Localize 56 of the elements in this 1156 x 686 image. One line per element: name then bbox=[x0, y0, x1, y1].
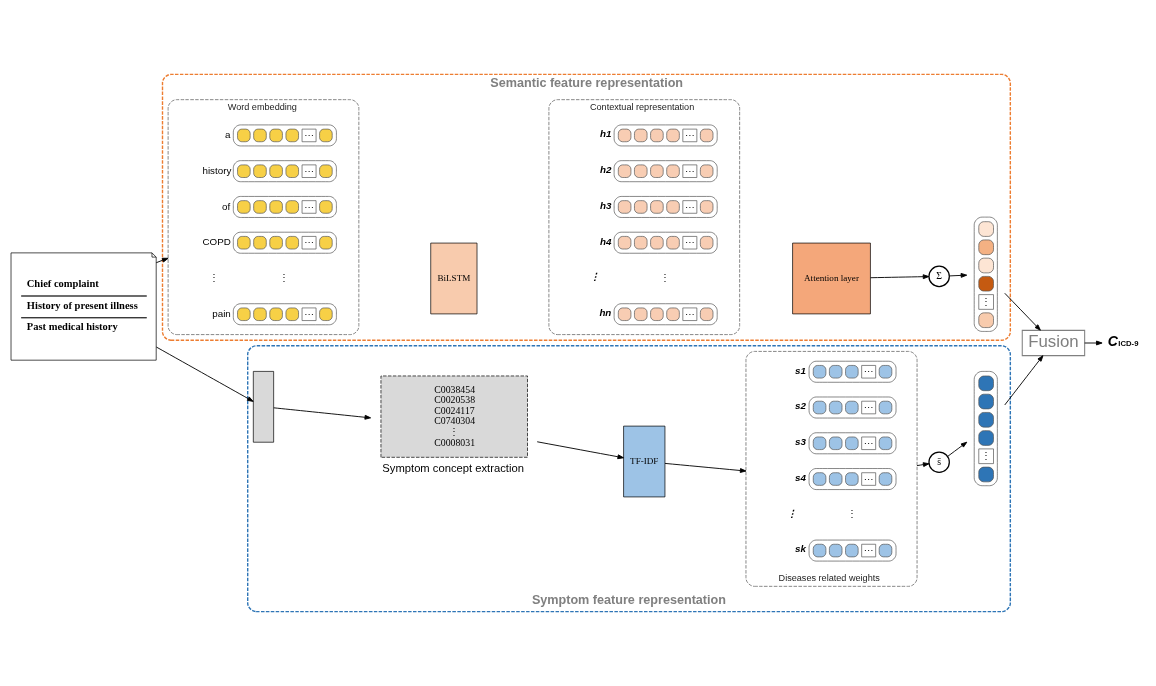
arrow bbox=[664, 462, 747, 473]
node-box: BiLSTM bbox=[430, 242, 478, 315]
node-box: ··· bbox=[233, 196, 337, 218]
node-box: ··· bbox=[613, 160, 718, 183]
node-box: Attention layer bbox=[792, 242, 871, 315]
node-box: ⋮ bbox=[973, 371, 998, 487]
arrow bbox=[949, 272, 968, 278]
arrow bbox=[536, 441, 624, 460]
node-label: s4 bbox=[795, 471, 806, 483]
node-label: s3 bbox=[795, 436, 806, 448]
node-box: ··· bbox=[808, 468, 897, 490]
arrow bbox=[870, 274, 930, 280]
node-circle: s̄ bbox=[928, 451, 950, 473]
node-box: ⋮ bbox=[973, 216, 998, 332]
node-label: s2 bbox=[795, 400, 806, 412]
node-label: h2 bbox=[600, 164, 612, 176]
arrow bbox=[916, 462, 930, 467]
arrow bbox=[273, 407, 372, 420]
node-text: ⋮ ⋮ bbox=[209, 272, 290, 284]
node-label: h3 bbox=[600, 199, 612, 211]
node-box: ··· bbox=[233, 231, 337, 254]
node-label: a bbox=[224, 129, 231, 141]
node-box: ··· bbox=[613, 231, 718, 254]
node-box: ··· bbox=[808, 432, 897, 455]
node-box: TF-IDF bbox=[623, 425, 666, 498]
node-text: ⋮ ⋮ bbox=[787, 507, 858, 520]
node-label: history bbox=[202, 164, 232, 176]
node-text: CICD-9 bbox=[1107, 332, 1139, 349]
node-label: hn bbox=[599, 307, 612, 319]
arrow bbox=[1004, 292, 1041, 331]
node-label: h4 bbox=[600, 235, 612, 247]
arrow bbox=[155, 346, 254, 402]
node-box: ··· bbox=[808, 539, 897, 562]
node-label: h1 bbox=[600, 128, 612, 140]
node-label: of bbox=[222, 200, 231, 212]
node-box: ··· bbox=[233, 303, 337, 326]
node-label: pain bbox=[212, 307, 231, 319]
node-box: ··· bbox=[808, 360, 897, 383]
node-label: s1 bbox=[795, 364, 806, 376]
node-box: ··· bbox=[808, 396, 897, 419]
node-box: ··· bbox=[233, 160, 337, 183]
node-box: ··· bbox=[613, 196, 718, 218]
node-box bbox=[252, 371, 274, 443]
node-box: Fusion bbox=[1021, 329, 1086, 357]
node-box: ··· bbox=[233, 124, 337, 147]
node-box: ··· bbox=[613, 303, 718, 326]
arrow bbox=[1004, 355, 1044, 406]
node-box: ··· bbox=[613, 124, 718, 147]
arrow bbox=[155, 257, 169, 264]
arrow bbox=[947, 441, 968, 457]
node-label: COPD bbox=[202, 236, 231, 248]
node-circle: Σ bbox=[928, 265, 950, 288]
arrow bbox=[1084, 340, 1103, 346]
node-text: ⋮ ⋮ bbox=[590, 271, 671, 284]
node-label: Symptom concept extraction bbox=[382, 461, 524, 474]
node-label: sk bbox=[795, 543, 806, 555]
